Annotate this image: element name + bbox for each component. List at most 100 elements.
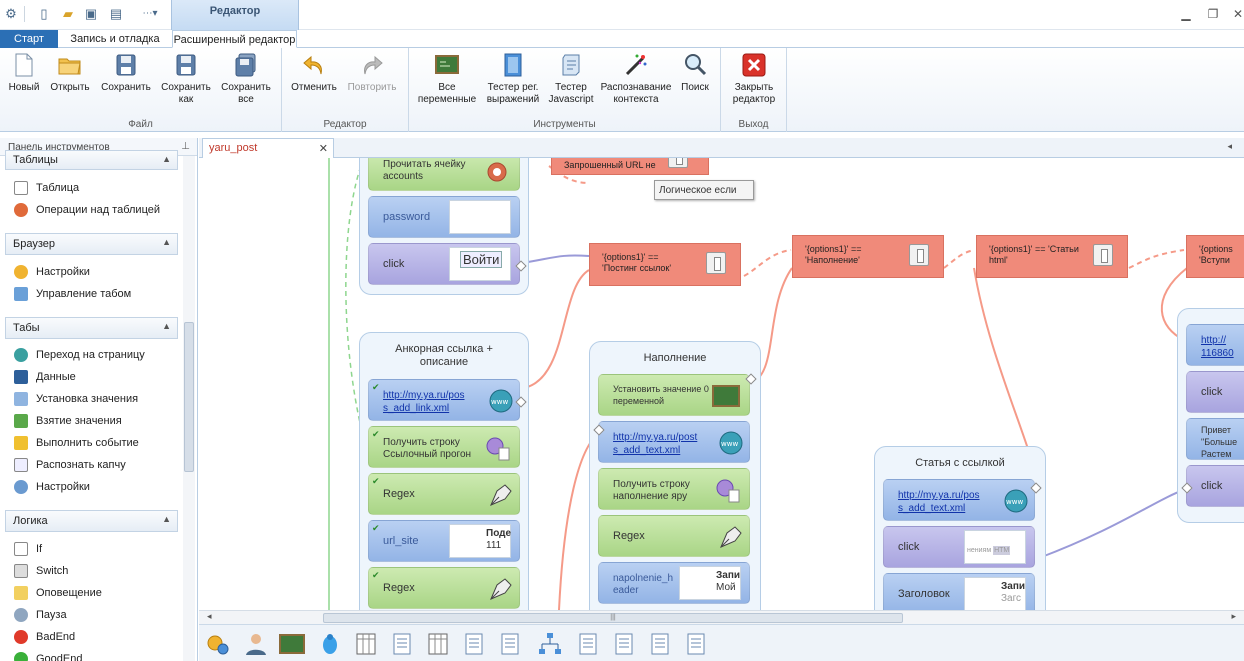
list-document-icon[interactable] — [389, 631, 415, 657]
pin-icon[interactable]: ⊥ — [181, 141, 190, 152]
action-click-right-2[interactable]: click — [1181, 465, 1244, 507]
save-as-button[interactable]: Сохранить как — [158, 52, 214, 116]
variables-board-icon[interactable] — [279, 631, 305, 657]
tab-start[interactable]: Старт — [0, 30, 58, 48]
close-window-icon[interactable]: ✕ — [1232, 7, 1244, 21]
toolbox-item-if[interactable]: If — [14, 540, 42, 558]
js-tester-button[interactable]: Тестер Javascript — [545, 52, 597, 116]
cond-posting-links[interactable]: '{options1}' == 'Постинг ссылок' — [589, 243, 741, 286]
article-url-2[interactable]: s_add_text.xml — [898, 503, 966, 514]
undo-button[interactable]: Отменить — [288, 52, 340, 116]
toolbox-item-get-value[interactable]: Взятие значения — [14, 412, 122, 430]
list-document-icon[interactable] — [575, 631, 601, 657]
section-browser[interactable]: Браузер ▲ — [5, 233, 178, 255]
new-button[interactable]: Новый — [6, 52, 42, 116]
anchor-url-2[interactable]: s_add_link.xml — [383, 403, 450, 414]
redo-button[interactable]: Повторить — [344, 52, 400, 116]
save-icon[interactable]: ▣ — [84, 6, 98, 21]
debug-bug-icon[interactable] — [317, 631, 343, 657]
toolbox-item-tab-settings[interactable]: Настройки — [14, 478, 90, 496]
open-folder-icon[interactable]: ▰ — [63, 6, 73, 21]
restore-icon[interactable]: ❐ — [1207, 7, 1219, 21]
context-recognition-button[interactable]: Распознавание контекста — [599, 52, 673, 116]
port[interactable] — [515, 396, 527, 408]
section-tables[interactable]: Таблицы ▲ — [5, 150, 178, 170]
settings-gears-icon[interactable] — [205, 631, 231, 657]
close-tab-icon[interactable]: ✕ — [318, 143, 328, 155]
network-tree-icon[interactable] — [537, 631, 563, 657]
customize-toolbar-icon[interactable]: ⋯▾ — [142, 8, 158, 19]
scroll-right-icon[interactable]: ▸ — [1231, 611, 1236, 621]
toolbox-item-goodend[interactable]: GoodEnd — [14, 650, 82, 661]
toolbox-item-notify[interactable]: Оповещение — [14, 584, 102, 602]
list-document-icon[interactable] — [497, 631, 523, 657]
action-click-login[interactable]: click Войти — [368, 243, 527, 285]
toolbox-item-captcha[interactable]: Распознать капчу — [14, 456, 126, 474]
save-all-button[interactable]: Сохранить все — [218, 52, 274, 116]
toolbox-item-browser-settings[interactable]: Настройки — [14, 263, 90, 281]
list-document-icon[interactable] — [647, 631, 673, 657]
cond-join[interactable]: '{options 'Вступи — [1186, 235, 1244, 278]
table-view-icon[interactable] — [425, 631, 451, 657]
right-url-2[interactable]: 116860 — [1201, 348, 1234, 359]
save-button[interactable]: Сохранить — [98, 52, 154, 116]
list-document-icon[interactable] — [611, 631, 637, 657]
save-all-icon[interactable]: ▤ — [109, 6, 123, 21]
action-password[interactable]: password — [368, 196, 520, 238]
toolbox-item-navigate[interactable]: Переход на страницу — [14, 346, 145, 364]
user-icon[interactable] — [243, 631, 269, 657]
close-editor-button[interactable]: Закрыть редактор — [727, 52, 781, 116]
section-tabs[interactable]: Табы ▲ — [5, 317, 178, 339]
port[interactable] — [1181, 482, 1193, 494]
regex-tester-button[interactable]: Тестер рег. выражений — [483, 52, 543, 116]
toolbox-item-table-ops[interactable]: Операции над таблицей — [14, 201, 160, 219]
toolbox-item-switch[interactable]: Switch — [14, 562, 68, 580]
document-tab-yaru-post[interactable]: yaru_post ✕ — [202, 138, 334, 158]
minimize-icon[interactable]: ▁ — [1181, 7, 1191, 21]
cond-requested-url[interactable]: Запрошенный URL не — [551, 158, 709, 175]
search-button[interactable]: Поиск — [675, 52, 715, 116]
cond-fill[interactable]: '{options1}' == 'Наполнение' — [792, 235, 944, 278]
open-button[interactable]: Открыть — [46, 52, 94, 116]
action-regex-2[interactable]: ✔ Regex — [368, 567, 520, 609]
toolbox-item-pause[interactable]: Пауза — [14, 606, 67, 624]
canvas-horizontal-scrollbar[interactable]: ◂ ||| ▸ — [199, 610, 1244, 624]
toolbox-item-tab-manage[interactable]: Управление табом — [14, 285, 131, 303]
right-url-1[interactable]: http:// — [1201, 335, 1227, 346]
action-regex-fill[interactable]: Regex — [598, 515, 750, 557]
toolbox-item-fire-event[interactable]: Выполнить событие — [14, 434, 139, 452]
tab-scroll-left-icon[interactable]: ◂ — [1227, 141, 1232, 151]
table-view-icon[interactable] — [353, 631, 379, 657]
group-anchor-link[interactable]: Анкорная ссылка +описание ✔ http://my.ya… — [359, 332, 529, 610]
toolbox-scrollbar-thumb[interactable] — [184, 322, 194, 472]
tab-advanced-editor[interactable]: Расширенный редактор — [172, 30, 297, 48]
toolbox-item-badend[interactable]: BadEnd — [14, 628, 75, 646]
toolbox-item-data[interactable]: Данные — [14, 368, 76, 386]
port[interactable] — [745, 373, 757, 385]
port[interactable] — [1030, 482, 1042, 494]
port[interactable] — [515, 260, 527, 272]
fill-url-2[interactable]: s_add_text.xml — [613, 445, 681, 456]
horizontal-scrollbar-thumb[interactable]: ||| — [323, 613, 903, 623]
anchor-url-1[interactable]: http://my.ya.ru/pos — [383, 390, 465, 401]
action-regex-1[interactable]: ✔ Regex — [368, 473, 520, 515]
article-url-1[interactable]: http://my.ya.ru/pos — [898, 490, 980, 501]
cond-articles-html[interactable]: '{options1}' == 'Статьи html' — [976, 235, 1128, 278]
fill-url-1[interactable]: http://my.ya.ru/post — [613, 432, 698, 443]
action-click-article[interactable]: click нениям HTM — [883, 526, 1035, 568]
port[interactable] — [593, 424, 605, 436]
scroll-left-icon[interactable]: ◂ — [207, 611, 212, 621]
